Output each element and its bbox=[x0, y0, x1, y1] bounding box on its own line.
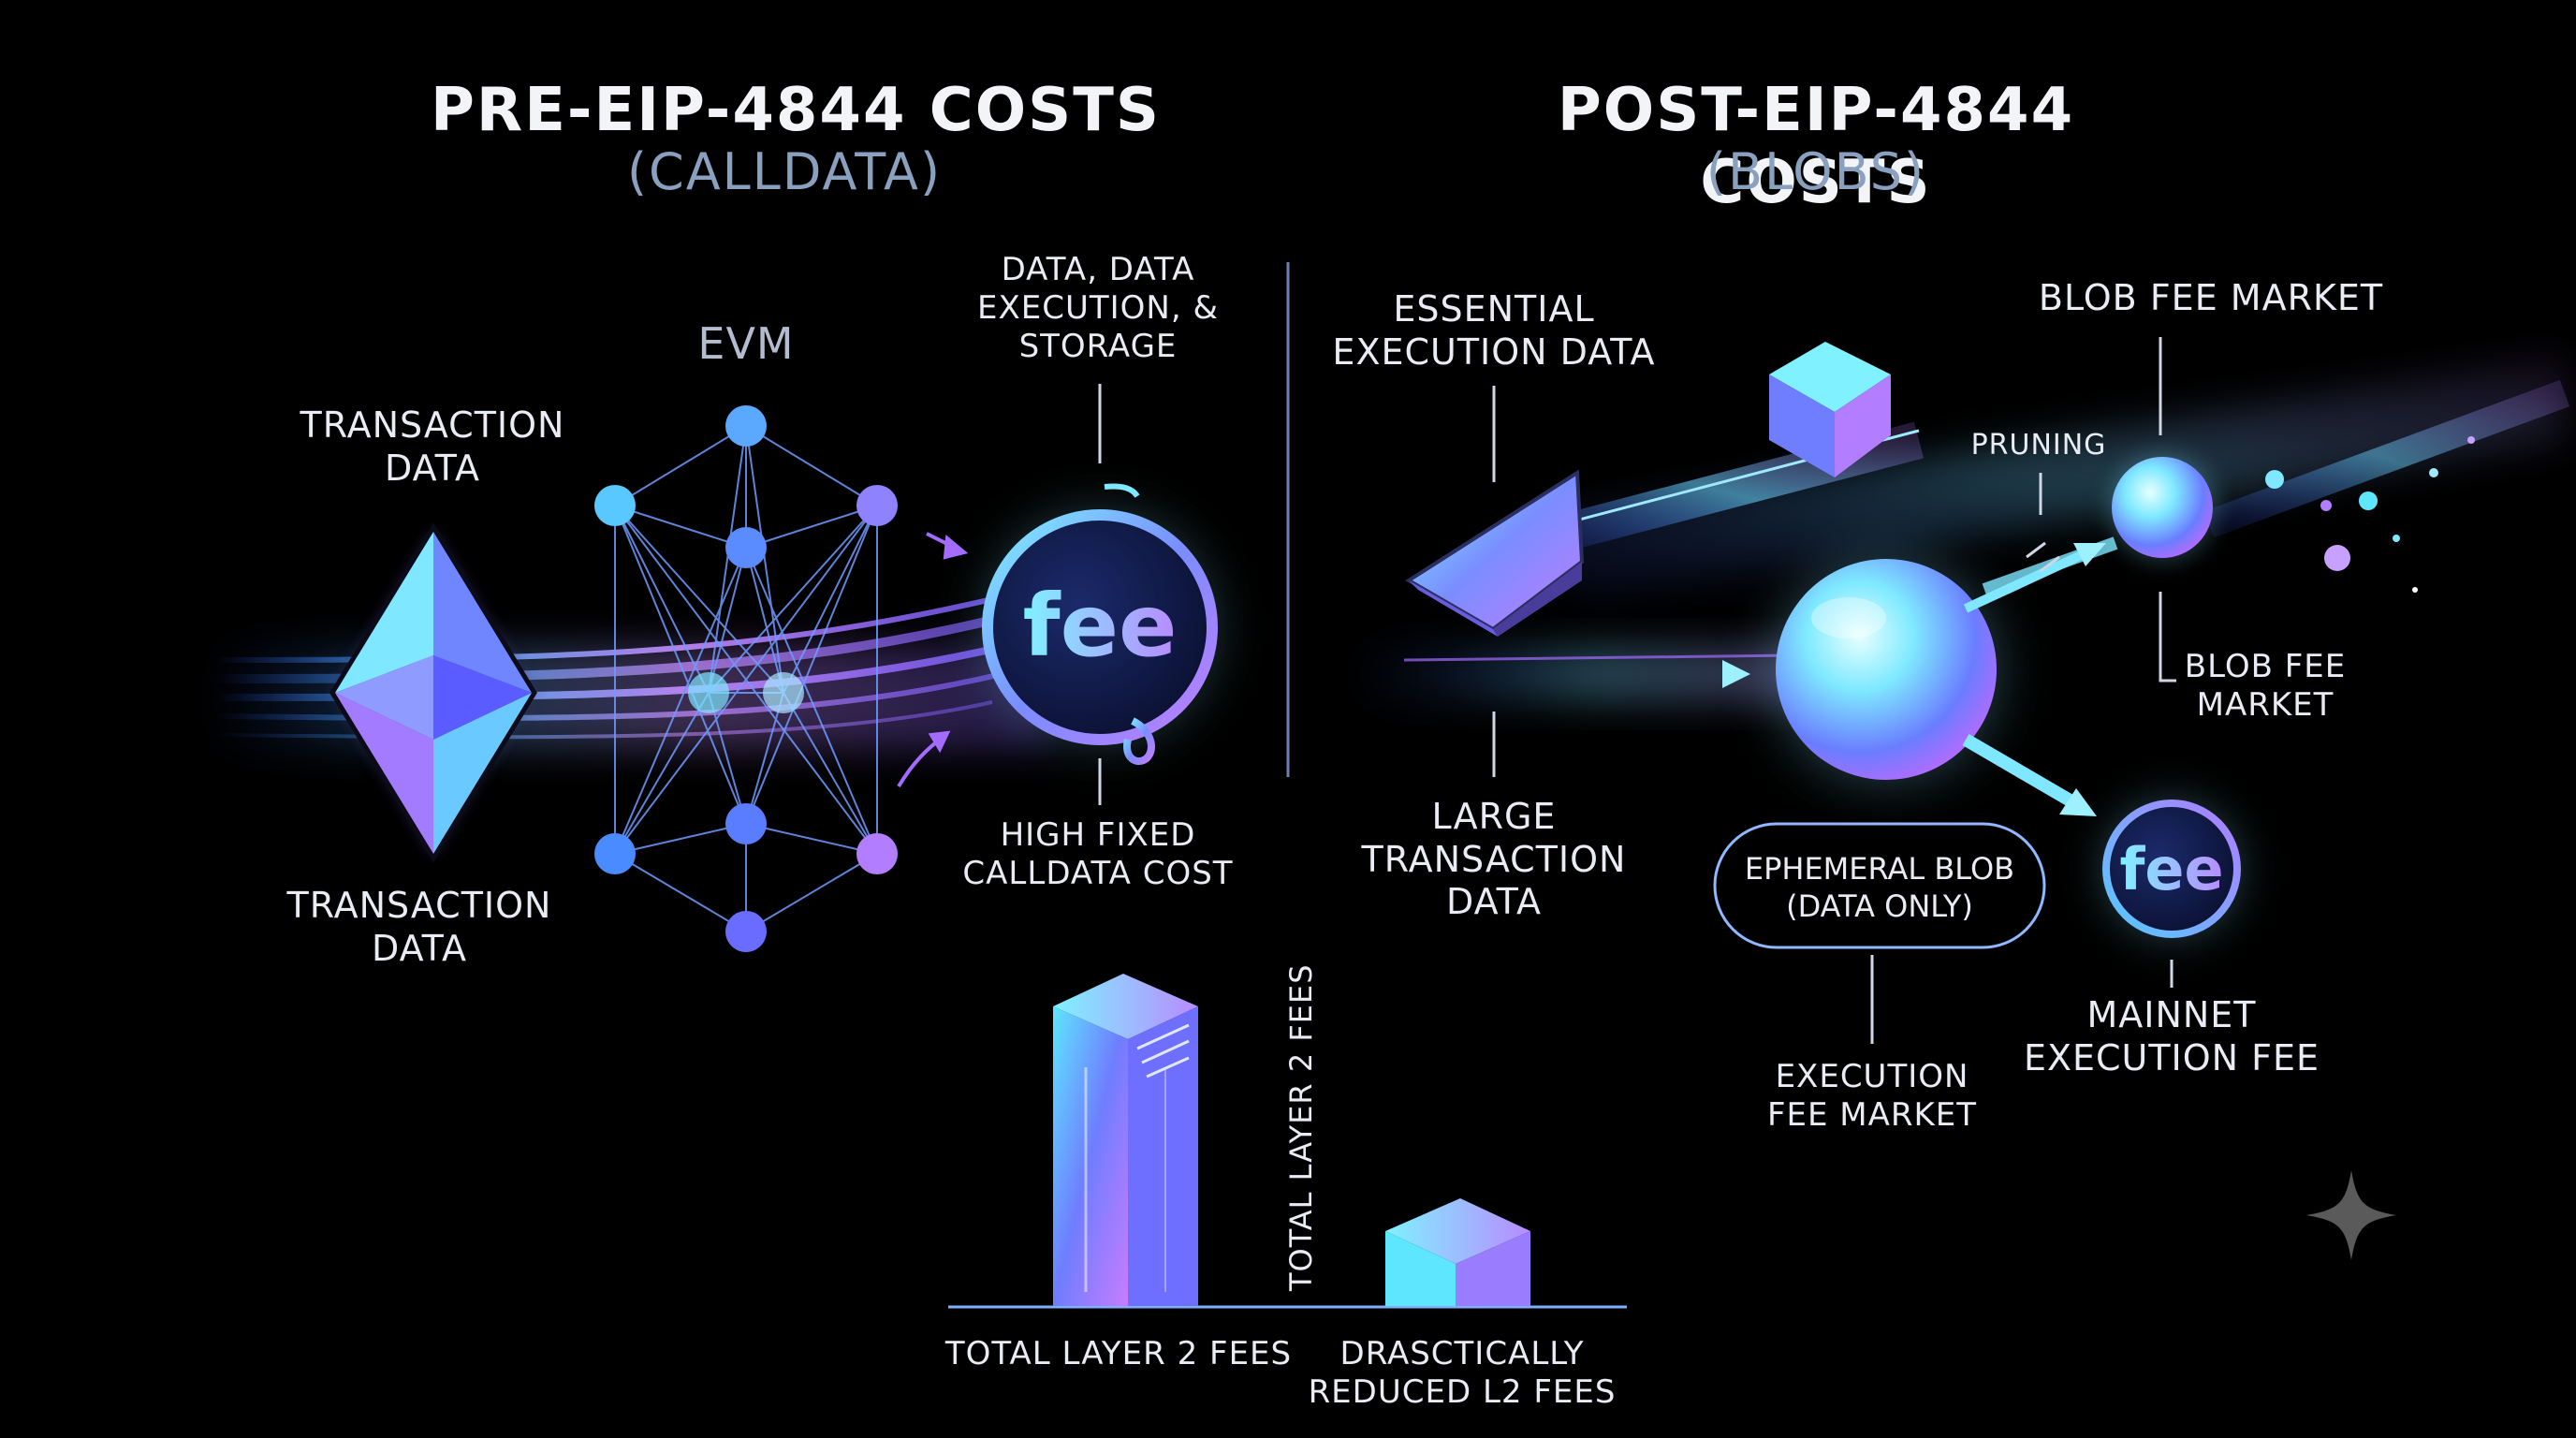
sphere-arrows bbox=[1962, 541, 2106, 816]
mainnet-execution-fee-label: MAINNET EXECUTION FEE bbox=[2023, 994, 2320, 1078]
evm-network bbox=[614, 425, 878, 932]
pruned-particles bbox=[2265, 436, 2475, 593]
pre-eip-subtitle: (CALLDATA) bbox=[626, 142, 943, 201]
blob-fee-market-top-label: BLOB FEE MARKET bbox=[2038, 277, 2384, 318]
fee-icon-left-text: fee bbox=[1023, 576, 1178, 676]
post-eip-subtitle: (BLOBS) bbox=[1705, 142, 1926, 201]
calldata-stream bbox=[206, 596, 1048, 749]
evm-label: EVM bbox=[697, 318, 795, 369]
blob-fee-market-side-label: BLOB FEE MARKET bbox=[2184, 648, 2347, 724]
arrows-to-fee bbox=[897, 532, 969, 788]
essential-execution-data-label: ESSENTIAL EXECUTION DATA bbox=[1332, 288, 1656, 373]
ethereum-icon bbox=[329, 522, 537, 863]
large-transaction-data-label: LARGE TRANSACTION DATA bbox=[1361, 796, 1627, 923]
total-l2-fees-label: TOTAL LAYER 2 FEES bbox=[944, 1335, 1293, 1372]
fee-icon-right-text: fee bbox=[2119, 835, 2223, 903]
data-execution-storage-label: DATA, DATA EXECUTION, & STORAGE bbox=[976, 251, 1220, 365]
right-connectors bbox=[1492, 337, 2176, 1044]
pruning-label: PRUNING bbox=[1970, 429, 2107, 462]
high-fixed-calldata-cost-label: HIGH FIXED CALLDATA COST bbox=[962, 816, 1234, 892]
execution-fee-market-label: EXECUTION FEE MARKET bbox=[1766, 1058, 1978, 1134]
reduced-l2-fees-bar bbox=[1385, 1198, 1530, 1306]
evm-nodes bbox=[594, 405, 898, 952]
total-l2-fees-bar bbox=[1053, 974, 1198, 1306]
ephemeral-blob-pill bbox=[1713, 822, 2046, 949]
post-eip-title: POST-EIP-4844 COSTS bbox=[1557, 76, 2075, 217]
transaction-data-top-label: TRANSACTION DATA bbox=[300, 404, 565, 489]
essential-data-prism bbox=[1405, 469, 1585, 637]
sparkle-icon bbox=[2306, 1170, 2396, 1260]
ephemeral-blob-sphere bbox=[1746, 529, 2027, 810]
ephemeral-blob-label: EPHEMERAL BLOB (DATA ONLY) bbox=[1744, 851, 2015, 924]
pre-eip-title: PRE-EIP-4844 COSTS bbox=[431, 76, 1161, 145]
fee-icon-left: fee bbox=[959, 483, 1240, 768]
transaction-data-bottom-label: TRANSACTION DATA bbox=[286, 885, 552, 969]
blob-fee-sphere bbox=[2097, 442, 2228, 573]
fee-icon-right: fee bbox=[2087, 785, 2256, 953]
reduced-l2-fees-label: DRASCTICALLY REDUCED L2 FEES bbox=[1308, 1335, 1617, 1411]
vertical-total-l2-fees-label: TOTAL LAYER 2 FEES bbox=[1283, 963, 1319, 1291]
essential-data-cube bbox=[1769, 342, 1891, 477]
